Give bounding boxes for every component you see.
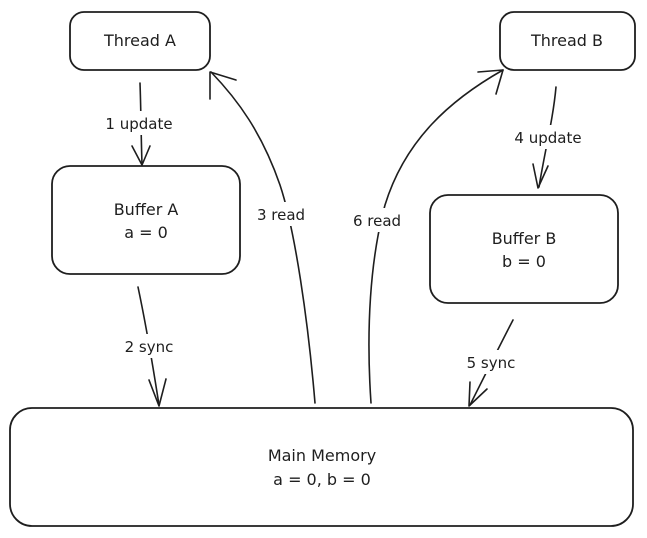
edge-6-label-bg [338,208,416,232]
edge-3-line [210,71,316,404]
buffer-b-value: b = 0 [502,252,546,271]
edge-3-label-bg [242,202,320,226]
node-thread-b: Thread B [499,11,636,71]
buffer-a-box [51,165,241,275]
edge-5-arrowhead [468,381,488,407]
buffer-a-value: a = 0 [124,223,168,242]
thread-a-box [69,11,211,71]
edge-4-arrowhead [532,163,549,189]
edge-3-label: 3 read [257,206,305,224]
main-memory-value: a = 0, b = 0 [273,470,371,489]
edge-4-label: 4 update [514,129,581,147]
node-main-memory: Main Memory a = 0, b = 0 [9,407,634,527]
edge-4-update: 4 update [498,86,598,189]
edge-6-arrowhead [477,69,504,95]
edge-2-sync: 2 sync [112,286,186,407]
edge-1-arrowhead [131,145,151,166]
main-memory-box [9,407,634,527]
edge-5-label: 5 sync [467,354,516,372]
main-memory-title: Main Memory [268,446,376,465]
edge-6-read: 6 read [338,69,504,404]
node-buffer-a: Buffer A a = 0 [51,165,241,275]
thread-b-box [499,11,636,71]
edge-1-label: 1 update [105,115,172,133]
buffer-b-title: Buffer B [492,229,557,248]
buffer-a-title: Buffer A [114,200,179,219]
edge-3-arrowhead [209,71,237,100]
edge-1-update: 1 update [92,82,186,166]
edge-2-label: 2 sync [125,338,174,356]
node-buffer-b: Buffer B b = 0 [429,194,619,304]
thread-b-label: Thread B [530,31,603,50]
buffer-b-box [429,194,619,304]
edge-4-label-bg [498,125,598,149]
edge-5-sync: 5 sync [455,319,527,407]
edge-2-arrowhead [148,378,167,407]
edge-6-label: 6 read [353,212,401,230]
edge-3-read: 3 read [209,71,320,404]
edge-6-line [368,69,504,404]
edge-5-label-bg [455,350,527,374]
node-thread-a: Thread A [69,11,211,71]
edge-1-label-bg [92,111,186,135]
edge-2-label-bg [112,334,186,358]
thread-a-label: Thread A [103,31,176,50]
